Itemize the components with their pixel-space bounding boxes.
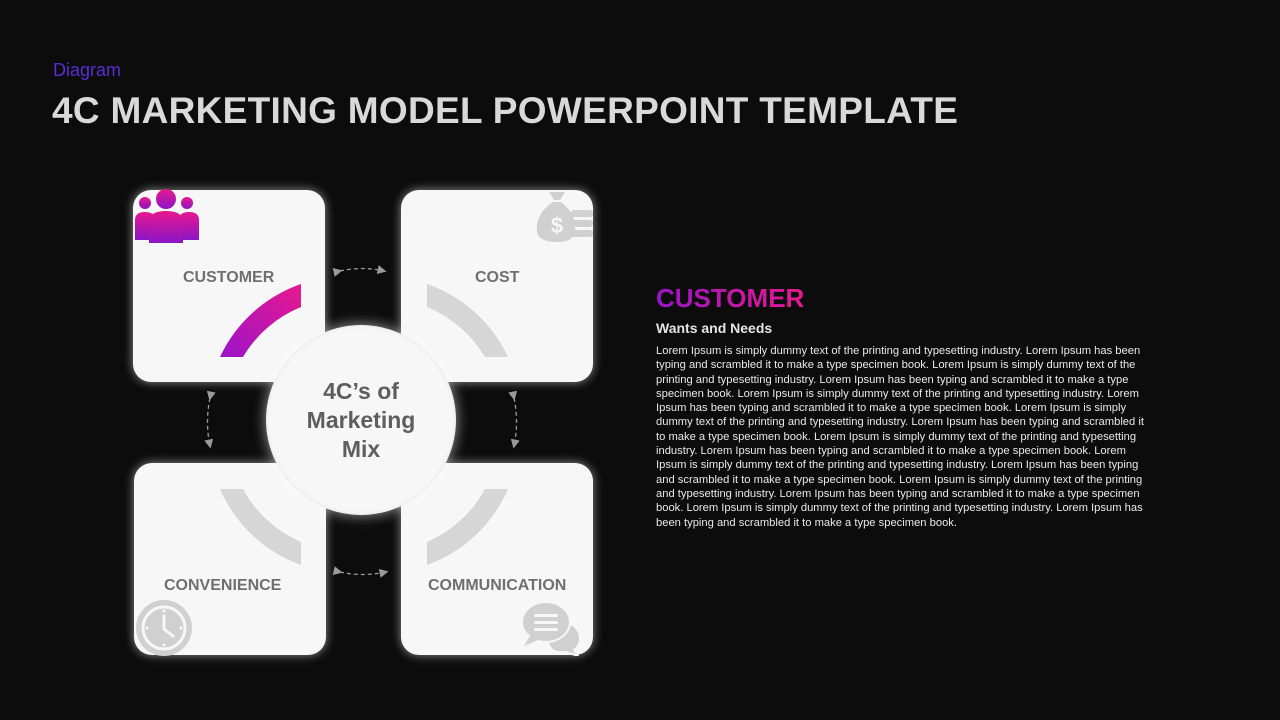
- money-bag-icon: $: [536, 192, 593, 242]
- arc-cost: [427, 284, 508, 357]
- svg-text:$: $: [551, 213, 563, 238]
- connector-customer-cost: [332, 265, 387, 277]
- quadrant-label-communication: COMMUNICATION: [428, 577, 567, 594]
- connector-convenience-communication: [332, 566, 389, 578]
- slide-kicker: Diagram: [53, 60, 122, 80]
- connector-customer-convenience: [204, 390, 216, 449]
- arc-communication: [427, 489, 508, 565]
- quadrant-label-convenience: CONVENIENCE: [164, 577, 282, 594]
- detail-subheading: Wants and Needs: [656, 320, 773, 336]
- people-icon: [135, 189, 199, 243]
- connector-cost-communication: [508, 390, 520, 449]
- slide-title: 4C MARKETING MODEL POWERPOINT TEMPLATE: [52, 90, 959, 131]
- arc-convenience: [220, 489, 301, 565]
- chat-bubbles-icon: [521, 601, 582, 656]
- quadrant-label-customer: CUSTOMER: [183, 269, 275, 286]
- clock-icon: [136, 600, 192, 656]
- detail-heading: CUSTOMER: [656, 283, 805, 313]
- arc-customer: [220, 284, 301, 357]
- center-label: 4C’s of Marketing Mix: [306, 377, 416, 462]
- quadrant-label-cost: COST: [475, 269, 520, 286]
- detail-body-text: Lorem Ipsum is simply dummy text of the …: [656, 345, 1144, 529]
- center-circle: 4C’s of Marketing Mix: [266, 325, 456, 515]
